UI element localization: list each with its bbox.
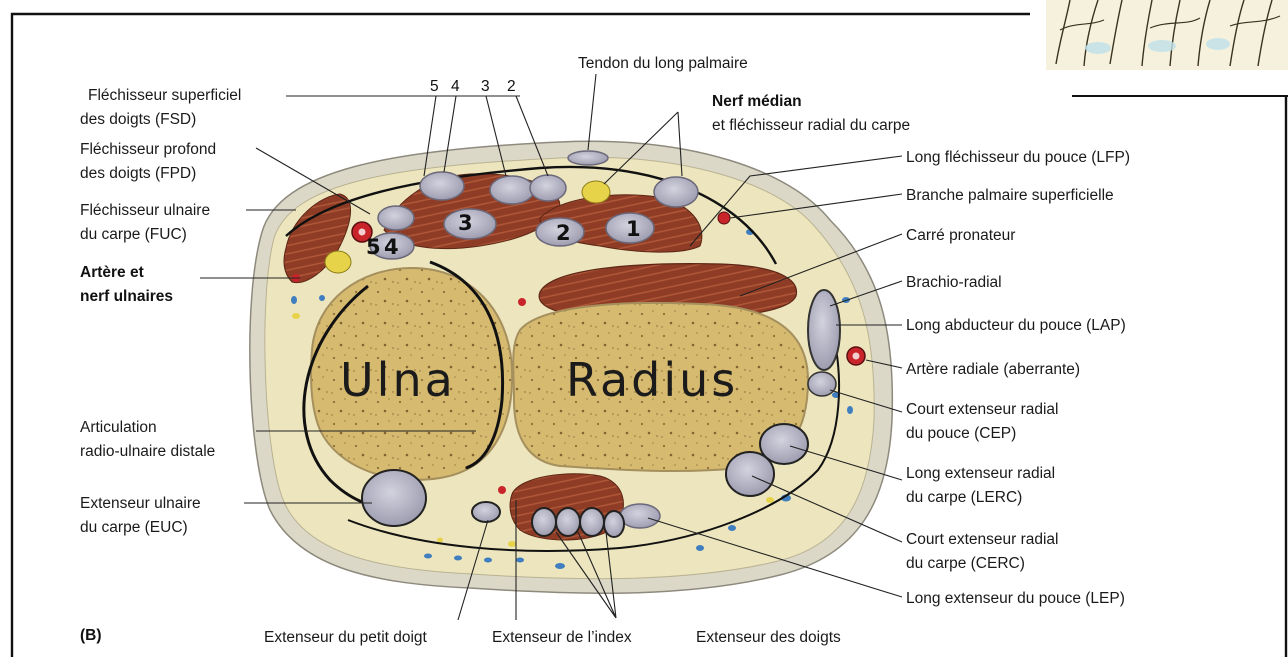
fsd-number-5: 5 bbox=[430, 78, 439, 95]
label-lap: Long abducteur du pouce (LAP) bbox=[906, 317, 1126, 334]
tendon-num-4: 4 bbox=[384, 235, 399, 259]
label-artery-line1: Artère et bbox=[80, 264, 144, 281]
fsd-number-3: 3 bbox=[481, 78, 490, 95]
label-lerc-line1: Long extenseur radial bbox=[906, 465, 1055, 482]
label-petit-doigt: Extenseur du petit doigt bbox=[264, 629, 428, 646]
label-lerc-line2: du carpe (LERC) bbox=[906, 489, 1022, 506]
fsd-number-2: 2 bbox=[507, 78, 516, 95]
radius-label: Radius bbox=[566, 353, 738, 407]
panel-label: (B) bbox=[80, 627, 102, 644]
tendon-num-5: 5 bbox=[366, 235, 381, 259]
brachio-radial-tendon bbox=[808, 290, 840, 370]
label-euc-line1: Extenseur ulnaire bbox=[80, 495, 201, 512]
label-brachio: Brachio-radial bbox=[906, 274, 1002, 291]
label-carre: Carré pronateur bbox=[906, 227, 1015, 244]
hand-bones-thumbnail bbox=[1046, 0, 1288, 70]
label-cep-line2: du pouce (CEP) bbox=[906, 425, 1016, 442]
label-lep: Long extenseur du pouce (LEP) bbox=[906, 590, 1125, 607]
label-fuc-line1: Fléchisseur ulnaire bbox=[80, 202, 210, 219]
label-index: Extenseur de l’index bbox=[492, 629, 632, 646]
ulnar-nerve bbox=[325, 251, 351, 273]
label-palmaris: Tendon du long palmaire bbox=[578, 55, 748, 72]
label-median-line1: Nerf médian bbox=[712, 93, 802, 110]
label-branche: Branche palmaire superficielle bbox=[906, 187, 1114, 204]
label-fuc-line2: du carpe (FUC) bbox=[80, 226, 187, 243]
median-nerve bbox=[582, 181, 610, 203]
label-artery-line2: nerf ulnaires bbox=[80, 288, 173, 305]
label-doigts: Extenseur des doigts bbox=[696, 629, 841, 646]
label-fpd-line2: des doigts (FPD) bbox=[80, 165, 196, 182]
label-fsd-line1: Fléchisseur superficiel bbox=[88, 87, 241, 104]
tendon-num-1: 1 bbox=[626, 217, 641, 241]
label-artere-radiale: Artère radiale (aberrante) bbox=[906, 361, 1080, 378]
tendon-num-2: 2 bbox=[556, 221, 571, 245]
label-druj-line2: radio-ulnaire distale bbox=[80, 443, 215, 460]
label-euc-line2: du carpe (EUC) bbox=[80, 519, 188, 536]
label-median-line2: et fléchisseur radial du carpe bbox=[712, 117, 910, 134]
fsd-number-4: 4 bbox=[451, 78, 460, 95]
superficial-palmar-branch bbox=[718, 212, 730, 224]
label-fpd-line1: Fléchisseur profond bbox=[80, 141, 216, 158]
label-fsd-line2: des doigts (FSD) bbox=[80, 111, 196, 128]
label-cerc-line1: Court extenseur radial bbox=[906, 531, 1059, 548]
label-cep-line1: Court extenseur radial bbox=[906, 401, 1059, 418]
tendon-num-3: 3 bbox=[458, 211, 473, 235]
label-cerc-line2: du carpe (CERC) bbox=[906, 555, 1025, 572]
label-druj-line1: Articulation bbox=[80, 419, 157, 436]
lap-tendon bbox=[808, 372, 836, 396]
label-lfp: Long fléchisseur du pouce (LFP) bbox=[906, 149, 1130, 166]
ulna-label: Ulna bbox=[340, 353, 456, 407]
